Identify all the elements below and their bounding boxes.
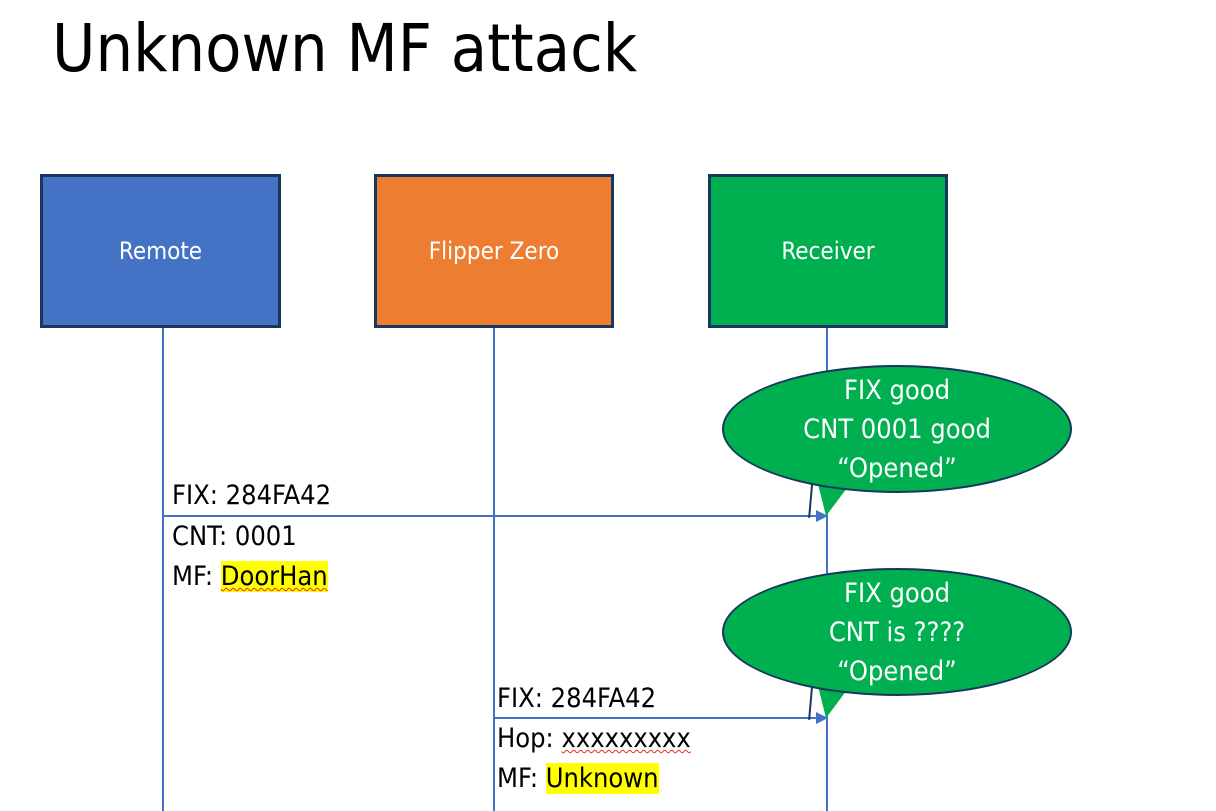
message-2-fix-label: FIX:: [497, 683, 551, 714]
actor-label-receiver: Receiver: [781, 237, 875, 265]
page-title: Unknown MF attack: [52, 10, 638, 87]
callout-2-line-3: “Opened”: [837, 655, 957, 687]
message-2-line-fix: FIX: 284FA42: [497, 679, 656, 719]
callout-1-line-2: CNT 0001 good: [803, 413, 991, 445]
callout-1-line-1: FIX good: [843, 374, 951, 406]
message-1-cnt-value: 0001: [234, 521, 297, 552]
message-1-fix-value: 284FA42: [225, 480, 332, 511]
message-2-fix-value: 284FA42: [550, 683, 657, 714]
lifeline-flipper-zero: [493, 328, 495, 811]
message-2-hop-value: xxxxxxxxx: [561, 723, 691, 754]
lifeline-remote: [162, 328, 164, 811]
message-1-mf-value: DoorHan: [220, 561, 328, 592]
callout-2-line-1: FIX good: [843, 577, 951, 609]
message-2-line-mf: MF: Unknown: [497, 759, 659, 799]
actor-box-flipper-zero[interactable]: Flipper Zero: [374, 174, 614, 328]
callout-1-line-3: “Opened”: [837, 452, 957, 484]
callout-bubble-receiver-response-2[interactable]: FIX good CNT is ???? “Opened”: [722, 568, 1072, 696]
message-1-line-mf: MF: DoorHan: [172, 557, 328, 597]
actor-box-remote[interactable]: Remote: [40, 174, 281, 328]
callout-2-line-2: CNT is ????: [828, 616, 966, 648]
message-1-line-cnt: CNT: 0001: [172, 517, 297, 557]
message-2-mf-value: Unknown: [545, 763, 659, 794]
actor-label-remote: Remote: [118, 237, 203, 265]
actor-box-receiver[interactable]: Receiver: [708, 174, 948, 328]
message-1-cnt-label: CNT:: [172, 521, 235, 552]
actor-label-flipper-zero: Flipper Zero: [428, 237, 560, 265]
message-2-line-hop: Hop: xxxxxxxxx: [497, 719, 691, 759]
message-2-mf-label: MF:: [497, 763, 546, 794]
lifeline-receiver: [826, 328, 828, 811]
message-1-fix-label: FIX:: [172, 480, 226, 511]
message-2-hop-label: Hop:: [497, 723, 562, 754]
message-1-line-fix: FIX: 284FA42: [172, 476, 331, 516]
message-1-mf-label: MF:: [172, 561, 221, 592]
callout-bubble-receiver-response-1[interactable]: FIX good CNT 0001 good “Opened”: [722, 365, 1072, 493]
